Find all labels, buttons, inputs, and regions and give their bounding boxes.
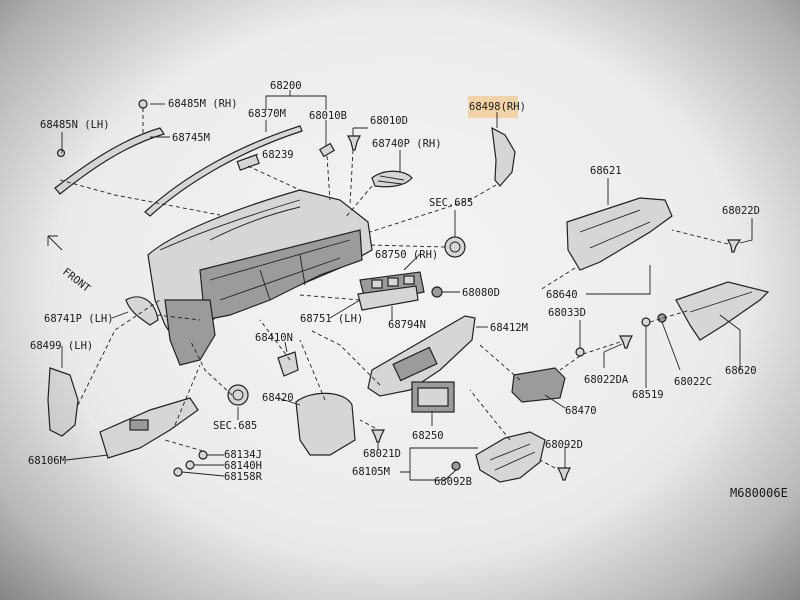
leader-lines <box>61 90 753 481</box>
label-68745m: 68745M <box>172 132 210 144</box>
label-68080d: 68080D <box>462 287 500 299</box>
part-68485n-clip <box>56 148 66 158</box>
label-68250: 68250 <box>412 430 444 442</box>
part-68106m-lower-panel <box>99 397 199 459</box>
label-68092d: 68092D <box>545 439 583 451</box>
label-68092b: 68092B <box>434 476 472 488</box>
part-panel-left-end <box>164 299 216 366</box>
label-68010d: 68010D <box>370 115 408 127</box>
label-68370m: 68370M <box>248 108 286 120</box>
label-68022c: 68022C <box>674 376 712 388</box>
assembly-dashed-lines <box>59 108 729 469</box>
part-68410n <box>277 351 299 377</box>
label-68470: 68470 <box>565 405 597 417</box>
part-68794n <box>357 285 419 311</box>
front-arrow-icon <box>47 235 63 251</box>
part-sec685-vent-lower <box>227 384 249 406</box>
part-68033d <box>575 347 585 357</box>
label-68140h: 68140H <box>224 460 262 472</box>
label-68158r: 68158R <box>224 471 263 483</box>
diagram-code: M680006E <box>730 486 788 500</box>
highlight-68498 <box>468 96 518 118</box>
part-68140h <box>185 460 195 470</box>
part-68010d <box>347 135 361 151</box>
part-68485n-strip <box>54 127 165 195</box>
part-68485m-clip <box>138 99 148 109</box>
label-68640: 68640 <box>546 289 578 301</box>
part-68134j <box>198 450 208 460</box>
label-68741p: 68741P (LH) <box>44 313 114 325</box>
label-68022da: 68022DA <box>584 374 629 386</box>
label-68750: 68750 (RH) <box>375 249 438 261</box>
label-sec685-lower: SEC.685 <box>213 420 257 432</box>
part-68158r <box>173 467 183 477</box>
label-68620: 68620 <box>725 365 757 377</box>
part-68740p-vent <box>371 170 413 188</box>
part-68022d-screw <box>727 239 742 253</box>
label-68485m: 68485M (RH) <box>168 98 238 110</box>
label-68033d: 68033D <box>548 307 586 319</box>
label-68519: 68519 <box>632 389 664 401</box>
part-68620-glove-box <box>675 281 770 341</box>
part-68519 <box>641 317 651 327</box>
part-68010b <box>318 142 336 158</box>
label-68239: 68239 <box>262 149 294 161</box>
part-68092d <box>557 467 571 481</box>
label-68134j: 68134J <box>224 449 262 461</box>
label-68022d: 68022D <box>722 205 760 217</box>
label-68106m: 68106M <box>28 455 66 467</box>
label-68485n: 68485N (LH) <box>40 119 110 131</box>
label-front: FRONT <box>60 266 93 295</box>
part-68105m-lower-panel <box>475 431 546 483</box>
part-68621-glove-lid <box>566 197 673 271</box>
label-68498: 68498(RH) <box>469 101 526 113</box>
part-68021d <box>371 429 385 443</box>
label-68794n: 68794N <box>388 319 426 331</box>
label-68412m: 68412M <box>490 322 528 334</box>
part-68080d <box>431 286 443 298</box>
part-68499-side-trim <box>47 367 79 437</box>
label-68105m: 68105M <box>352 466 390 478</box>
part-68239 <box>236 154 260 171</box>
part-68092b <box>451 461 461 471</box>
label-68751: 68751 (LH) <box>300 313 363 325</box>
label-68621: 68621 <box>590 165 622 177</box>
label-68420: 68420 <box>262 392 294 404</box>
label-68200: 68200 <box>270 80 302 92</box>
part-68420-cluster-lid <box>295 392 356 456</box>
label-68740p: 68740P (RH) <box>372 138 442 150</box>
part-68498-side-trim <box>491 126 516 187</box>
label-68410n: 68410N <box>255 332 293 344</box>
label-sec685-upper: SEC.685 <box>429 197 473 209</box>
label-68021d: 68021D <box>363 448 401 460</box>
part-68741p-vent <box>125 296 159 326</box>
part-68470 <box>511 367 566 403</box>
label-68010b: 68010B <box>309 110 347 122</box>
part-68022da <box>619 335 633 349</box>
part-68370m-strip <box>144 125 303 217</box>
label-68499: 68499 (LH) <box>30 340 93 352</box>
part-sec685-vent-upper <box>444 236 466 258</box>
